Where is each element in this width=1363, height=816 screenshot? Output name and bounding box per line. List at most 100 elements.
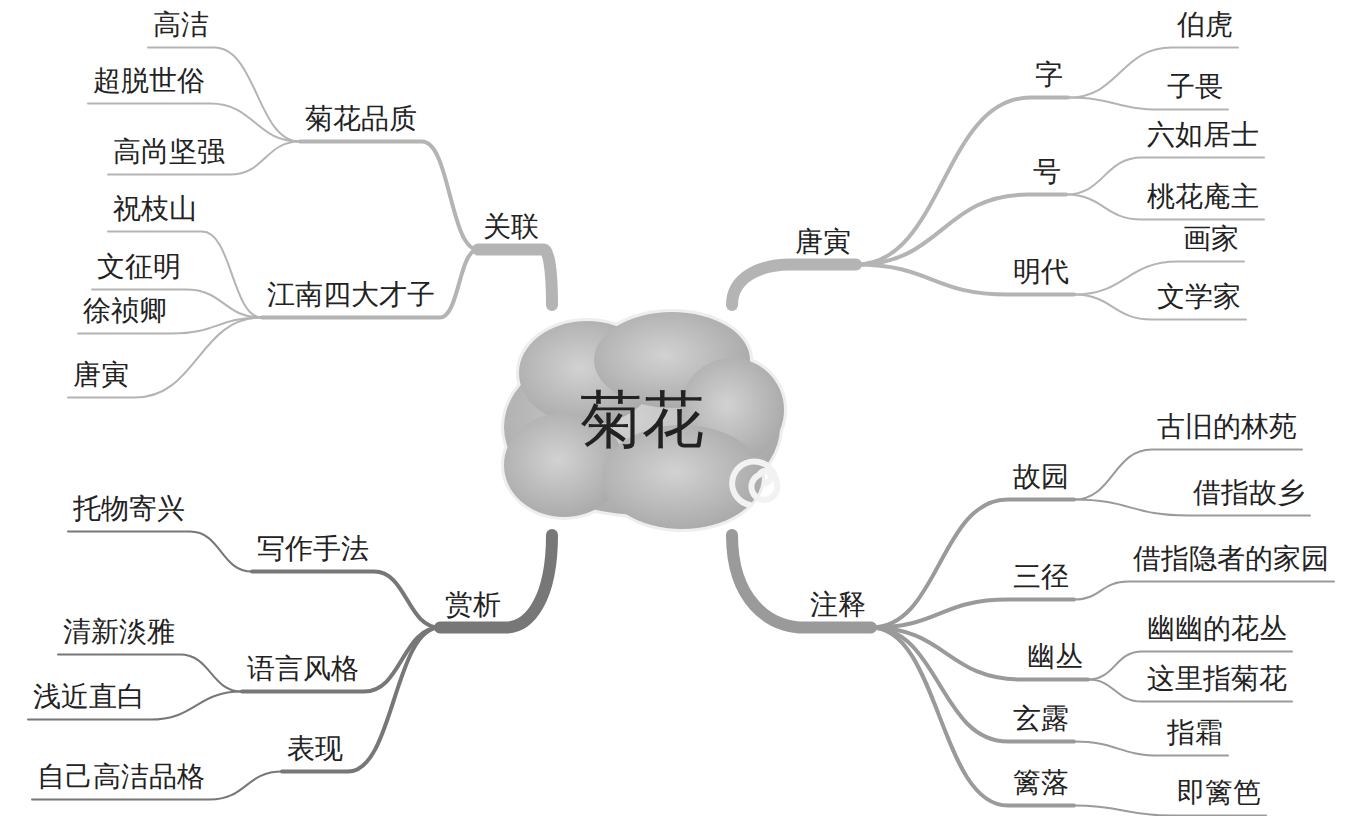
leaf-topic: 浅近直白 [28,680,150,720]
topic-text: 这里指菊花 [1147,662,1287,695]
topic-text: 三径 [1013,560,1069,593]
topic-text: 六如居士 [1147,118,1259,151]
leaf-topic: 高尚坚强 [108,135,230,175]
center-topic: 菊花 [492,305,792,535]
branch-line [478,250,552,305]
leaf-topic: 即篱笆 [1172,776,1266,816]
topic-text: 祝枝山 [113,192,197,225]
branch-line [68,318,262,398]
topic-text: 即篱笆 [1177,776,1261,809]
branch-line [1074,582,1334,600]
topic-text: 注释 [810,588,866,621]
branch-line [262,250,478,318]
subtopic: 语言风格 [242,652,364,692]
branch-line [300,142,478,250]
topic-text: 唐寅 [73,358,129,391]
leaf-topic: 文学家 [1152,280,1246,320]
topic-text: 关联 [483,210,539,243]
leaf-topic: 指霜 [1162,716,1228,756]
leaf-topic: 桃花庵主 [1142,180,1264,220]
topic-text: 自己高洁品格 [37,760,205,793]
topic-text: 字 [1035,58,1063,91]
branch-topic: 关联 [478,210,544,250]
leaf-topic: 伯虎 [1172,8,1238,48]
subtopic: 字 [1030,58,1068,98]
subtopic: 写作手法 [252,532,374,572]
topic-text: 伯虎 [1177,8,1233,41]
topic-text: 指霜 [1167,716,1223,749]
leaf-topic: 这里指菊花 [1142,662,1292,702]
topic-text: 徐祯卿 [83,294,167,327]
topic-text: 写作手法 [257,532,369,565]
topic-text: 语言风格 [247,652,359,685]
leaf-topic: 文征明 [92,250,186,290]
leaf-topic: 幽幽的花丛 [1142,612,1292,652]
topic-text: 托物寄兴 [73,492,185,525]
topic-text: 清新淡雅 [63,615,175,648]
topic-text: 幽丛 [1027,640,1083,673]
branch-line [252,572,440,628]
topic-text: 菊花 [580,383,704,457]
leaf-topic: 借指隐者的家园 [1128,542,1334,582]
subtopic: 幽丛 [1022,640,1088,680]
leaf-topic: 清新淡雅 [58,615,180,655]
leaf-topic: 高洁 [148,8,214,48]
topic-text: 子畏 [1167,70,1223,103]
subtopic: 菊花品质 [300,102,422,142]
leaf-topic: 六如居士 [1142,118,1264,158]
topic-text: 文征明 [97,250,181,283]
branch-line [440,535,552,628]
branch-line [282,628,440,772]
subtopic: 玄露 [1008,702,1074,742]
topic-text: 文学家 [1157,280,1241,313]
topic-text: 高洁 [153,8,209,41]
branch-line [732,535,871,628]
topic-text: 幽幽的花丛 [1147,612,1287,645]
leaf-topic: 画家 [1178,222,1244,262]
leaf-topic: 超脱世俗 [88,64,210,104]
topic-text: 赏析 [445,588,501,621]
topic-text: 江南四大才子 [267,278,435,311]
leaf-topic: 古旧的林苑 [1152,410,1302,450]
subtopic: 江南四大才子 [262,278,440,318]
topic-text: 玄露 [1013,702,1069,735]
leaf-topic: 祝枝山 [108,192,202,232]
branch-topic: 唐寅 [790,225,856,265]
topic-text: 借指隐者的家园 [1133,542,1329,575]
branch-topic: 赏析 [440,588,506,628]
branch-line [68,532,252,572]
leaf-topic: 托物寄兴 [68,492,190,532]
leaf-topic: 自己高洁品格 [32,760,210,800]
subtopic: 三径 [1008,560,1074,600]
leaf-topic: 子畏 [1162,70,1228,110]
branch-line [871,500,1074,628]
topic-text: 故园 [1013,460,1069,493]
topic-text: 表现 [287,732,343,765]
topic-text: 篱落 [1013,766,1069,799]
subtopic: 故园 [1008,460,1074,500]
topic-text: 唐寅 [795,225,851,258]
branch-line [871,600,1074,628]
subtopic: 篱落 [1008,766,1074,806]
topic-text: 号 [1033,155,1061,188]
branch-topic: 注释 [805,588,871,628]
branch-line [732,265,856,305]
branch-line [856,195,1066,265]
topic-text: 超脱世俗 [93,64,205,97]
leaf-topic: 唐寅 [68,358,134,398]
topic-text: 古旧的林苑 [1157,410,1297,443]
branch-line [856,98,1068,265]
subtopic: 号 [1028,155,1066,195]
subtopic: 表现 [282,732,348,772]
topic-text: 浅近直白 [33,680,145,713]
topic-text: 画家 [1183,222,1239,255]
subtopic: 明代 [1008,255,1074,295]
topic-text: 菊花品质 [305,102,417,135]
branch-line [871,628,1088,680]
topic-text: 明代 [1013,255,1069,288]
leaf-topic: 借指故乡 [1188,476,1310,516]
topic-text: 桃花庵主 [1147,180,1259,213]
topic-text: 借指故乡 [1193,476,1305,509]
leaf-topic: 徐祯卿 [78,294,172,334]
